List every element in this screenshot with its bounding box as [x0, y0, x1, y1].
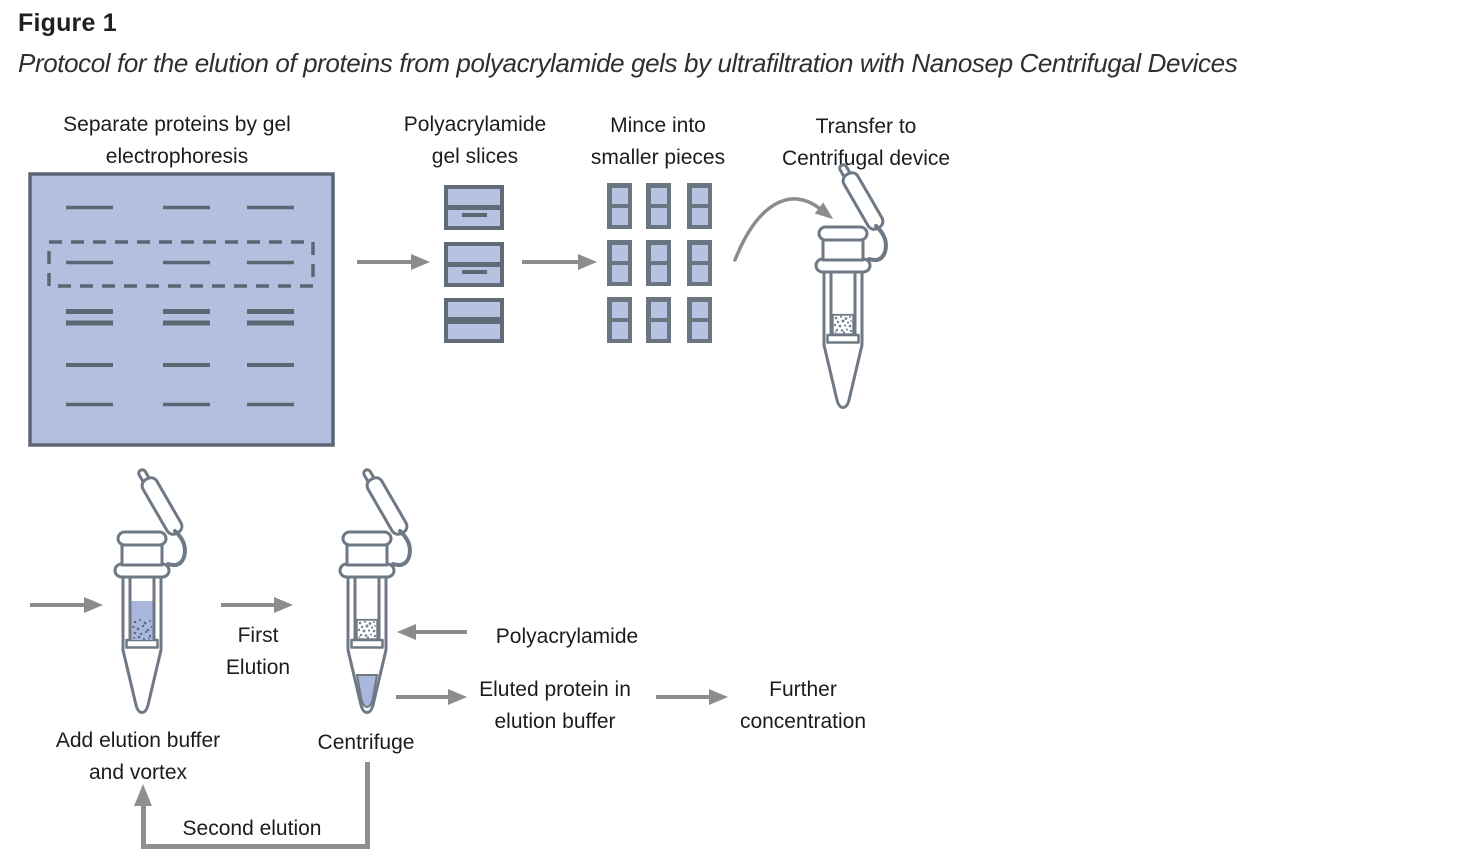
label-separate-proteins: Separate proteins by gel electrophoresis — [63, 113, 291, 168]
gel-piece — [607, 297, 632, 343]
gel-piece — [646, 183, 671, 229]
label-further-concentration: Further concentration — [739, 678, 867, 733]
arrow-into-add-buffer — [30, 597, 103, 613]
label-centrifuge: Centrifuge — [317, 731, 415, 754]
second-elution-line-across — [141, 844, 370, 849]
figure-label: Figure 1 — [18, 9, 117, 37]
tube-add-buffer-vortex — [113, 466, 187, 715]
gel-piece — [646, 240, 671, 286]
figure-caption: Protocol for the elution of proteins fro… — [18, 48, 1238, 78]
second-elution-line-up — [141, 806, 146, 846]
second-elution-line-down — [365, 762, 370, 847]
gel-slice — [444, 185, 504, 230]
tube-centrifuge — [338, 466, 412, 715]
gel-bands — [66, 205, 294, 407]
excised-band-dashed-box — [47, 240, 315, 288]
second-elution-arrowhead — [134, 784, 152, 806]
suspended-gel-particles — [132, 618, 153, 641]
arrow-eluted-protein — [396, 689, 467, 705]
label-polyacrylamide-retained: Polyacrylamide — [495, 625, 639, 648]
label-transfer: Transfer to Centrifugal device — [781, 115, 951, 170]
label-mince: Mince into smaller pieces — [590, 114, 726, 169]
label-gel-slices: Polyacrylamide gel slices — [403, 113, 547, 168]
protein-band — [462, 213, 487, 217]
gel-piece — [607, 240, 632, 286]
gel-piece — [687, 297, 712, 343]
arrow-first-elution — [221, 597, 293, 613]
label-eluted-protein: Eluted protein in elution buffer — [479, 678, 631, 733]
gel-piece — [646, 297, 671, 343]
gel-piece — [687, 240, 712, 286]
arrow-gel-to-slices — [357, 254, 430, 270]
gel-pieces-in-filter — [831, 313, 855, 336]
polyacrylamide-on-filter — [355, 618, 379, 641]
label-first-elution: First Elution — [225, 624, 291, 679]
gel-piece — [607, 183, 632, 229]
protein-band — [462, 270, 487, 274]
gel-slice — [444, 298, 504, 343]
arrow-transfer-curved — [733, 197, 834, 262]
gel-slice — [444, 242, 504, 287]
eluted-protein-liquid — [355, 674, 379, 709]
gel-piece — [687, 183, 712, 229]
arrow-polyacrylamide-retained — [397, 624, 467, 640]
label-second-elution: Second elution — [182, 817, 322, 840]
gel-electrophoresis-diagram — [28, 172, 335, 447]
label-add-buffer-vortex: Add elution buffer and vortex — [55, 729, 221, 784]
arrow-further-concentration — [656, 689, 728, 705]
tube-centrifugal-device — [814, 161, 888, 410]
arrow-slices-to-mince — [522, 254, 597, 270]
